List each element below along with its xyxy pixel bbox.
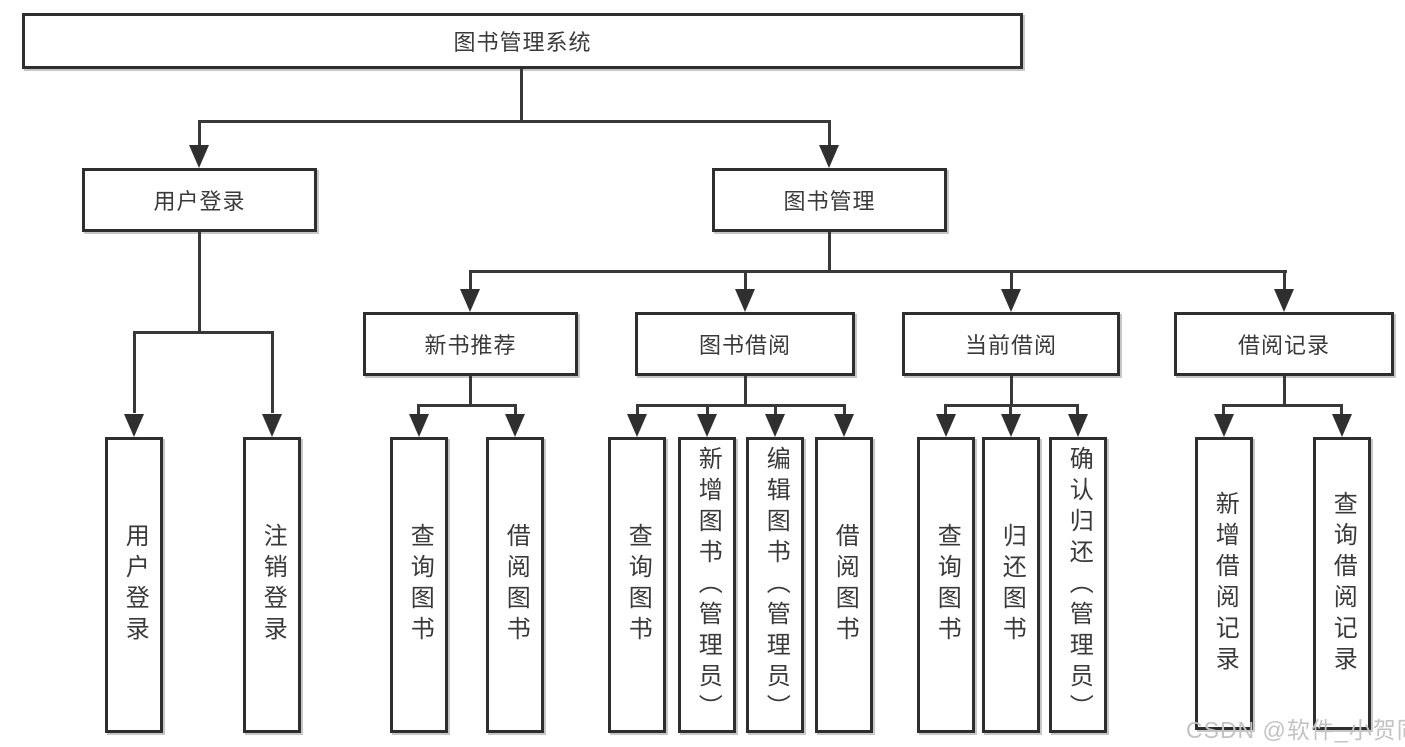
- leaf-return-book: 归还图书: [982, 437, 1040, 733]
- arrow-down-icon: [1274, 289, 1294, 312]
- node-book-management: 图书管理: [712, 168, 947, 232]
- node-current-borrow: 当前借阅: [902, 312, 1120, 376]
- node-root-label: 图书管理系统: [453, 30, 592, 55]
- leaf-add-borrow-record: 新增借阅记录: [1195, 437, 1253, 730]
- leaf-user-login-label: 用户登录: [121, 523, 149, 647]
- leaf-confirm-return-admin: 确认归还（管理员）: [1049, 437, 1107, 733]
- leaf-borrow-books-label: 借阅图书: [502, 523, 530, 647]
- arrow-down-icon: [1332, 414, 1352, 437]
- connector-to-leaf: [636, 404, 639, 415]
- leaf-borrow-books-recommend: 借阅图书: [486, 437, 544, 733]
- connector-borrow-record-rail: [1222, 404, 1343, 407]
- arrow-down-icon: [505, 414, 525, 437]
- leaf-query-borrow-record: 查询借阅记录: [1313, 437, 1371, 730]
- leaf-edit-book-admin: 编辑图书（管理员）: [746, 437, 804, 733]
- connector-to-current-borrow: [1010, 270, 1013, 292]
- connector-root-stem: [520, 69, 523, 121]
- arrow-down-icon: [936, 414, 956, 437]
- connector-to-leaf: [417, 404, 420, 415]
- leaf-edit-book-admin-label: 编辑图书（管理员）: [762, 445, 790, 725]
- connector-to-borrow-record: [1283, 270, 1286, 292]
- arrow-down-icon: [1001, 414, 1021, 437]
- leaf-query-books-label: 查询图书: [933, 523, 961, 647]
- arrow-down-icon: [1214, 414, 1234, 437]
- node-new-book-recommend: 新书推荐: [363, 312, 578, 376]
- node-user-login: 用户登录: [82, 168, 317, 232]
- connector-to-leaf: [514, 404, 517, 415]
- leaf-query-borrow-record-label: 查询借阅记录: [1329, 490, 1357, 677]
- arrow-down-icon: [189, 145, 209, 168]
- node-borrow-record: 借阅记录: [1174, 312, 1394, 376]
- arrow-down-icon: [1001, 289, 1021, 312]
- node-book-borrow-label: 图书借阅: [698, 333, 791, 358]
- connector-to-leaf: [843, 404, 846, 415]
- node-new-book-recommend-label: 新书推荐: [424, 333, 517, 358]
- arrow-down-icon: [262, 414, 282, 437]
- connector-user-login-stem: [198, 232, 201, 333]
- arrow-down-icon: [834, 414, 854, 437]
- connector-to-leaf: [1009, 404, 1012, 415]
- leaf-query-books-current: 查询图书: [917, 437, 975, 733]
- arrow-down-icon: [819, 145, 839, 168]
- node-root-library-system: 图书管理系统: [22, 13, 1023, 69]
- connector-to-book-borrow: [744, 270, 747, 292]
- node-current-borrow-label: 当前借阅: [964, 333, 1057, 358]
- node-user-login-label: 用户登录: [153, 189, 246, 214]
- leaf-query-books-borrow: 查询图书: [608, 437, 666, 733]
- connector-to-leaf: [1076, 404, 1079, 415]
- connector-to-leaf: [944, 404, 947, 415]
- node-book-management-label: 图书管理: [783, 189, 876, 214]
- leaf-add-book-admin: 新增图书（管理员）: [678, 437, 736, 733]
- arrow-down-icon: [124, 414, 144, 437]
- arrow-down-icon: [1068, 414, 1088, 437]
- connector-to-book-management: [828, 120, 831, 148]
- leaf-query-books-label: 查询图书: [624, 523, 652, 647]
- arrow-down-icon: [765, 414, 785, 437]
- arrow-down-icon: [460, 289, 480, 312]
- leaf-add-book-admin-label: 新增图书（管理员）: [694, 445, 722, 725]
- arrow-down-icon: [627, 414, 647, 437]
- connector-to-leaf: [271, 331, 274, 413]
- connector-borrow-record-stem: [1283, 376, 1286, 406]
- leaf-confirm-return-admin-label: 确认归还（管理员）: [1065, 445, 1093, 725]
- leaf-query-books-recommend: 查询图书: [390, 437, 448, 733]
- connector-to-leaf: [133, 331, 136, 413]
- connector-current-borrow-stem: [1010, 376, 1013, 406]
- connector-to-leaf: [1340, 404, 1343, 415]
- leaf-add-borrow-record-label: 新增借阅记录: [1211, 490, 1239, 677]
- leaf-borrow-books: 借阅图书: [815, 437, 873, 733]
- leaf-logout: 注销登录: [243, 437, 301, 733]
- leaf-borrow-books-label: 借阅图书: [831, 523, 859, 647]
- csdn-watermark: CSDN @软件_小贺同学: [1186, 717, 1405, 743]
- node-book-borrow: 图书借阅: [635, 312, 855, 376]
- arrow-down-icon: [697, 414, 717, 437]
- leaf-return-book-label: 归还图书: [998, 523, 1026, 647]
- connector-to-new-book: [469, 270, 472, 292]
- connector-book-borrow-stem: [744, 376, 747, 406]
- leaf-user-login: 用户登录: [105, 437, 163, 733]
- connector-book-management-stem: [828, 232, 831, 272]
- node-borrow-record-label: 借阅记录: [1237, 333, 1330, 358]
- connector-new-book-stem: [469, 376, 472, 406]
- connector-to-leaf: [706, 404, 709, 415]
- arrow-down-icon: [409, 414, 429, 437]
- connector-level2-rail: [198, 120, 831, 123]
- connector-book-borrow-rail: [636, 404, 846, 407]
- connector-to-leaf: [774, 404, 777, 415]
- connector-level3-rail: [469, 270, 1287, 273]
- connector-new-book-rail: [417, 404, 517, 407]
- connector-user-login-rail: [133, 331, 274, 334]
- connector-to-user-login: [198, 120, 201, 148]
- connector-to-leaf: [1222, 404, 1225, 415]
- leaf-query-books-label: 查询图书: [406, 523, 434, 647]
- leaf-logout-label: 注销登录: [259, 523, 287, 647]
- arrow-down-icon: [735, 289, 755, 312]
